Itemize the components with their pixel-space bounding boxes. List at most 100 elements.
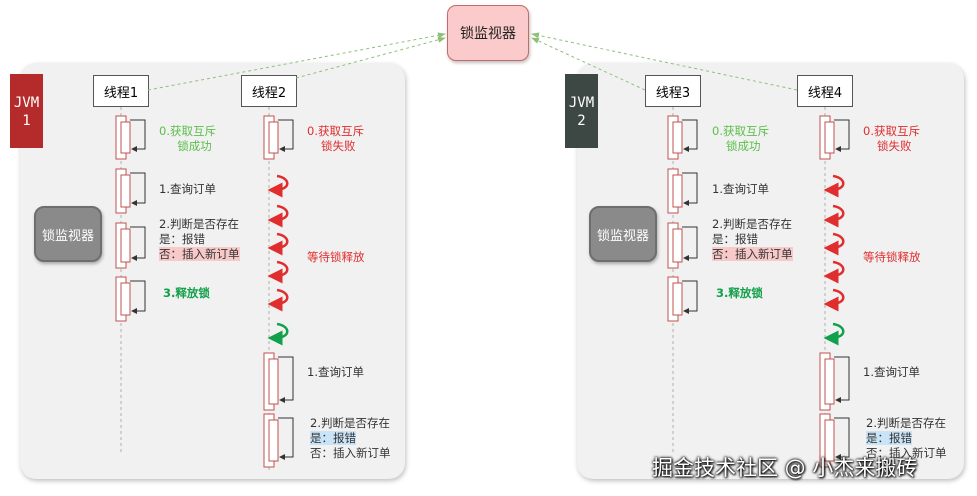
- watermark: 掘金技术社区 @ 小杰来搬砖: [652, 452, 917, 482]
- thread2-step0-nested-activation: [268, 121, 279, 154]
- connector-thread2: [295, 36, 446, 79]
- jvm2-lock-monitor-label: 锁监视器: [596, 228, 649, 244]
- thread4-step1: 1.查询订单: [863, 365, 920, 380]
- jvm1-panel: [20, 63, 405, 479]
- jvm2-label-text: JVM: [568, 95, 595, 111]
- thread3-step3-self-call-arrow: [682, 280, 698, 314]
- activations-thread3: [667, 115, 698, 322]
- connector-thread4: [531, 32, 798, 91]
- thread1-step3-text: 3.释放锁: [163, 286, 210, 300]
- jvm1-label: JVM 1: [10, 74, 43, 148]
- thread4-wait-arrow-2: [823, 204, 845, 228]
- thread3-step1-text: 1.查询订单: [712, 182, 769, 196]
- thread4-step1-nested-activation: [824, 358, 835, 405]
- thread2-header: 线程2: [241, 75, 297, 107]
- thread4-wait-arrow-1: [823, 174, 845, 198]
- thread2-step0-self-call-arrow: [278, 119, 294, 152]
- thread3-step3-text: 3.释放锁: [716, 286, 763, 300]
- thread1-step3: 3.释放锁: [163, 286, 210, 301]
- thread4-name: 线程4: [807, 85, 843, 101]
- thread4-step1-self-call-arrow: [834, 356, 850, 403]
- jvm1-lock-monitor-label: 锁监视器: [41, 228, 94, 244]
- thread1-step0-line2: 锁成功: [177, 139, 212, 153]
- thread1-step1: 1.查询订单: [159, 182, 216, 197]
- thread1-step0-line1: 0.获取互斥: [159, 124, 216, 138]
- connector-thread1: [147, 32, 446, 91]
- thread4-step2: 2.判断是否存在 是：报错 否：插入新订单: [866, 416, 947, 461]
- connector-thread3: [531, 37, 646, 91]
- thread1-step1-nested-activation: [120, 174, 131, 208]
- thread2-step2-line1: 2.判断是否存在: [310, 416, 390, 430]
- thread2-step1: 1.查询订单: [307, 365, 364, 380]
- thread2-name: 线程2: [251, 85, 287, 101]
- monitor-connectors: [147, 32, 798, 91]
- thread2-wait-arrow-1: [267, 174, 289, 198]
- activations-thread1: [115, 115, 146, 322]
- thread2-step0-line2: 锁失败: [321, 139, 356, 153]
- thread1-step2-self-call-arrow: [130, 226, 146, 261]
- thread3-step3-nested-activation: [672, 282, 683, 316]
- thread2-step1-text: 1.查询订单: [307, 365, 364, 379]
- thread4-wait-text: 等待锁释放: [863, 250, 921, 264]
- thread4-step2-line2: 是：报错: [866, 431, 912, 445]
- thread1-step0: 0.获取互斥 锁成功: [159, 124, 216, 154]
- activations-thread2: [263, 115, 294, 468]
- thread1-name: 线程1: [103, 85, 139, 101]
- thread3-step2-self-call-arrow: [682, 226, 698, 261]
- thread2-step1-nested-activation: [268, 358, 279, 405]
- top-lock-monitor-label: 锁监视器: [460, 26, 516, 42]
- thread2-step2-self-call-arrow: [278, 417, 294, 460]
- thread1-step0-nested-activation: [120, 121, 131, 154]
- thread1-step3-nested-activation: [120, 282, 131, 316]
- thread4-step0-line2: 锁失败: [877, 139, 912, 153]
- thread3-header: 线程3: [645, 75, 701, 107]
- thread2-step1-self-call-arrow: [278, 356, 294, 403]
- thread4-step1-text: 1.查询订单: [863, 365, 920, 379]
- thread4-wait-arrow-5: [823, 288, 845, 312]
- thread3-step2-line1: 2.判断是否存在: [712, 217, 792, 231]
- jvm2-lock-monitor: 锁监视器: [589, 206, 657, 262]
- thread4-step0-line1: 0.获取互斥: [863, 124, 920, 138]
- thread4-step0-self-call-arrow: [834, 119, 850, 152]
- thread3-step0-line2: 锁成功: [726, 139, 761, 153]
- thread3-step1: 1.查询订单: [712, 182, 769, 197]
- watermark-text: 掘金技术社区 @ 小杰来搬砖: [652, 456, 918, 480]
- thread4-wait-label: 等待锁释放: [863, 249, 921, 265]
- thread2-wait-arrow-2: [267, 204, 289, 228]
- thread1-step3-self-call-arrow: [130, 280, 146, 314]
- thread4-step2-nested-activation: [824, 419, 835, 462]
- thread2-resume-arrow: [267, 322, 289, 346]
- thread2-step2-nested-activation: [268, 419, 279, 462]
- thread2-step0-line1: 0.获取互斥: [307, 124, 364, 138]
- thread3-step2-line3: 否：插入新订单: [712, 247, 793, 261]
- thread3-step1-self-call-arrow: [682, 172, 698, 206]
- thread4-step2-self-call-arrow: [834, 417, 850, 460]
- thread1-step1-self-call-arrow: [130, 172, 146, 206]
- thread4-wait-arrow-4: [823, 260, 845, 284]
- thread1-step2-line3: 否：插入新订单: [159, 247, 240, 261]
- thread2-wait-text: 等待锁释放: [307, 250, 365, 264]
- thread4-step2-line1: 2.判断是否存在: [866, 416, 946, 430]
- thread2-wait-arrow-5: [267, 288, 289, 312]
- thread1-step2-nested-activation: [120, 228, 131, 263]
- activations-thread4: [819, 115, 850, 468]
- thread1-step0-self-call-arrow: [130, 119, 146, 152]
- top-lock-monitor: 锁监视器: [447, 5, 529, 61]
- thread3-step2: 2.判断是否存在 是：报错 否：插入新订单: [712, 217, 793, 262]
- jvm2-panel: [577, 63, 964, 479]
- thread3-step2-line2: 是：报错: [712, 232, 758, 246]
- jvm1-label-text: JVM: [13, 95, 40, 111]
- thread4-step0: 0.获取互斥 锁失败: [863, 124, 920, 154]
- thread1-header: 线程1: [93, 75, 149, 107]
- thread3-step0-self-call-arrow: [682, 119, 698, 152]
- wait-arrows: [267, 174, 845, 346]
- thread1-step2-line1: 2.判断是否存在: [159, 217, 239, 231]
- thread4-resume-arrow: [823, 322, 845, 346]
- thread2-step2-line2: 是：报错: [310, 431, 356, 445]
- thread3-step0-line1: 0.获取互斥: [712, 124, 769, 138]
- jvm1-lock-monitor: 锁监视器: [34, 206, 102, 262]
- thread3-step0: 0.获取互斥 锁成功: [712, 124, 769, 154]
- thread1-step2-line2: 是：报错: [159, 232, 205, 246]
- thread4-step0-nested-activation: [824, 121, 835, 154]
